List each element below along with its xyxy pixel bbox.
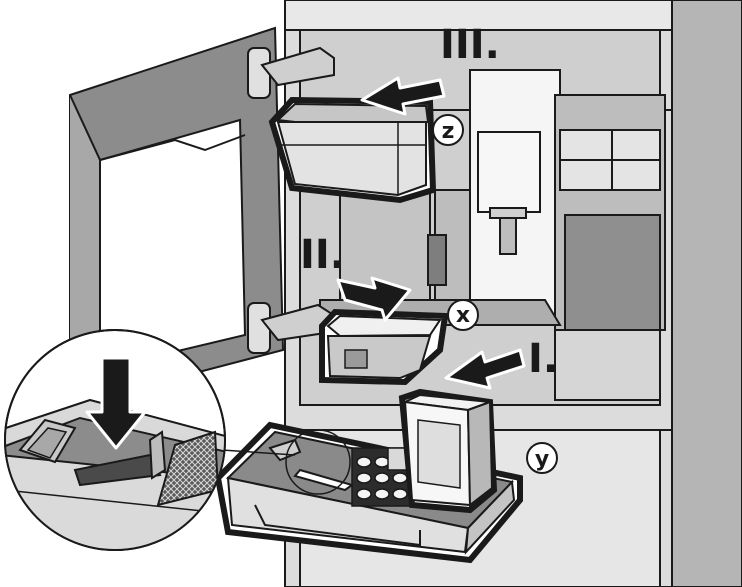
- hinge-bottom: [247, 302, 333, 354]
- badge-y-text: y: [535, 447, 549, 472]
- arrow-step-2: [336, 276, 412, 322]
- step-label-3: III.: [440, 22, 500, 68]
- arrow-step-3: [360, 76, 446, 116]
- badge-x-text: x: [456, 303, 470, 328]
- step-label-1: I.: [528, 336, 558, 382]
- badge-x: x: [447, 299, 479, 331]
- part-x-holder: [319, 308, 449, 386]
- badge-y: y: [526, 442, 558, 474]
- cabinet-door: [69, 26, 285, 397]
- arrow-step-1: [444, 348, 526, 390]
- zoom-arrow: [85, 356, 147, 450]
- step-label-2: II.: [300, 232, 345, 278]
- badge-z: z: [432, 114, 464, 146]
- upright-module: [398, 388, 498, 514]
- zoom-detail: [4, 329, 226, 551]
- tray-grid-cells: [351, 447, 413, 507]
- callout-connector: [221, 449, 296, 456]
- hinge-top: [247, 46, 335, 99]
- callout-source-circle: [285, 429, 351, 495]
- part-z-container: [268, 96, 437, 204]
- badge-z-text: z: [442, 119, 455, 144]
